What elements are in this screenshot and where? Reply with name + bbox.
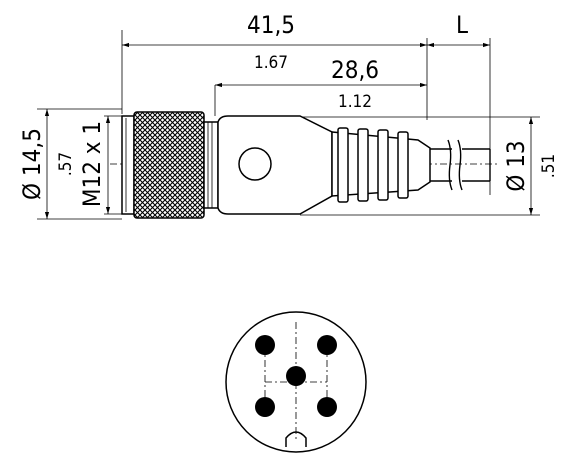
body-diameter-dimension: Ø 13 .51: [300, 116, 559, 216]
body-length-mm: 28,6: [331, 56, 379, 84]
socket-face: [121, 115, 135, 215]
cable: [430, 139, 491, 191]
connector-side-view: [110, 111, 500, 219]
overall-length-in: 1.67: [254, 53, 288, 73]
nut-neck: [203, 121, 219, 209]
body-marking-circle: [238, 147, 272, 181]
pin-3: [317, 397, 337, 417]
knurled-coupling-nut: [133, 111, 205, 219]
pin-5: [286, 366, 306, 386]
pin-2: [317, 335, 337, 355]
body-length-in: 1.12: [338, 92, 372, 112]
pin-face-view: [225, 311, 367, 453]
nut-diameter-dimension: Ø 14,5 .57: [18, 108, 122, 220]
pin-1: [255, 335, 275, 355]
body-diameter-in: .51: [539, 154, 559, 178]
overmolded-body: [217, 115, 333, 215]
pin-4: [255, 397, 275, 417]
body-length-dimension: 28,6 1.12: [214, 56, 427, 116]
cable-length-dimension: L: [427, 11, 491, 195]
nut-diameter-mm: Ø 14,5: [18, 128, 46, 200]
cable-length-label: L: [456, 11, 468, 39]
body-diameter-mm: Ø 13: [502, 140, 530, 191]
overall-length-mm: 41,5: [247, 11, 295, 39]
overall-length-dimension: 41,5 1.67: [121, 11, 428, 120]
strain-relief-ribs: [337, 127, 409, 203]
coding-key: [285, 431, 307, 447]
nut-diameter-in: .57: [56, 152, 76, 176]
thread-dimension: M12 x 1: [78, 115, 122, 215]
thread-size: M12 x 1: [78, 121, 106, 207]
